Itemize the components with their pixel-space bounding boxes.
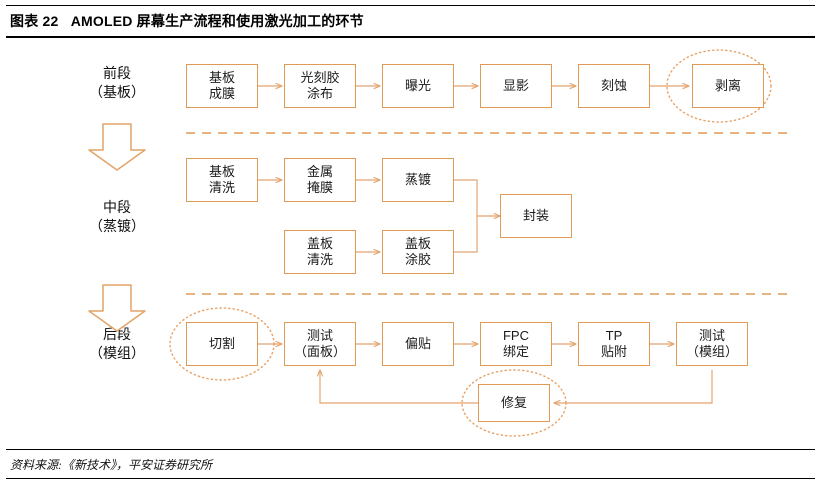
node-substrate-film[interactable]: 基板 成膜 bbox=[186, 64, 258, 108]
node-photoresist-coat[interactable]: 光刻胶 涂布 bbox=[284, 64, 356, 108]
stage-label-back-end: 后段 （模组） bbox=[89, 326, 145, 361]
node-repair[interactable]: 修复 bbox=[478, 384, 550, 422]
node-cover-clean[interactable]: 盖板 清洗 bbox=[284, 230, 356, 274]
stage-arrow-front-to-mid bbox=[88, 123, 146, 171]
node-test-panel[interactable]: 测试 （面板） bbox=[284, 322, 356, 366]
connector-module-to-repair bbox=[554, 370, 713, 403]
node-develop[interactable]: 显影 bbox=[480, 64, 552, 108]
node-polarizer[interactable]: 偏贴 bbox=[382, 322, 454, 366]
node-cutting[interactable]: 切割 bbox=[186, 322, 258, 366]
node-cover-glue[interactable]: 盖板 涂胶 bbox=[382, 230, 454, 274]
node-substrate-clean[interactable]: 基板 清洗 bbox=[186, 158, 258, 202]
title-rule bbox=[6, 36, 815, 38]
connector-mid-merge-top bbox=[454, 179, 478, 216]
node-exposure[interactable]: 曝光 bbox=[382, 64, 454, 108]
stage-label-front-end: 前段 （基板） bbox=[89, 65, 145, 100]
node-etch[interactable]: 刻蚀 bbox=[578, 64, 650, 108]
node-strip[interactable]: 剥离 bbox=[692, 64, 764, 108]
node-evaporation[interactable]: 蒸镀 bbox=[382, 158, 454, 202]
node-encapsulation[interactable]: 封装 bbox=[500, 194, 572, 238]
source-rule-bottom bbox=[6, 478, 815, 479]
connector-repair-to-panel bbox=[320, 370, 478, 404]
stage-label-mid-end: 中段 （蒸镀） bbox=[89, 199, 145, 234]
connector-mid-merge-bottom bbox=[454, 216, 478, 253]
node-test-module[interactable]: 测试 （模组） bbox=[676, 322, 748, 366]
source-note: 资料来源:《新技术》，平安证券研究所 bbox=[10, 458, 212, 472]
node-metal-mask[interactable]: 金属 掩膜 bbox=[284, 158, 356, 202]
page-title: 图表 22 AMOLED 屏幕生产流程和使用激光加工的环节 bbox=[10, 13, 364, 29]
source-rule-top bbox=[6, 449, 815, 450]
node-fpc-bonding[interactable]: FPC 绑定 bbox=[480, 322, 552, 366]
top-rule bbox=[6, 5, 815, 6]
node-tp-attach[interactable]: TP 贴附 bbox=[578, 322, 650, 366]
